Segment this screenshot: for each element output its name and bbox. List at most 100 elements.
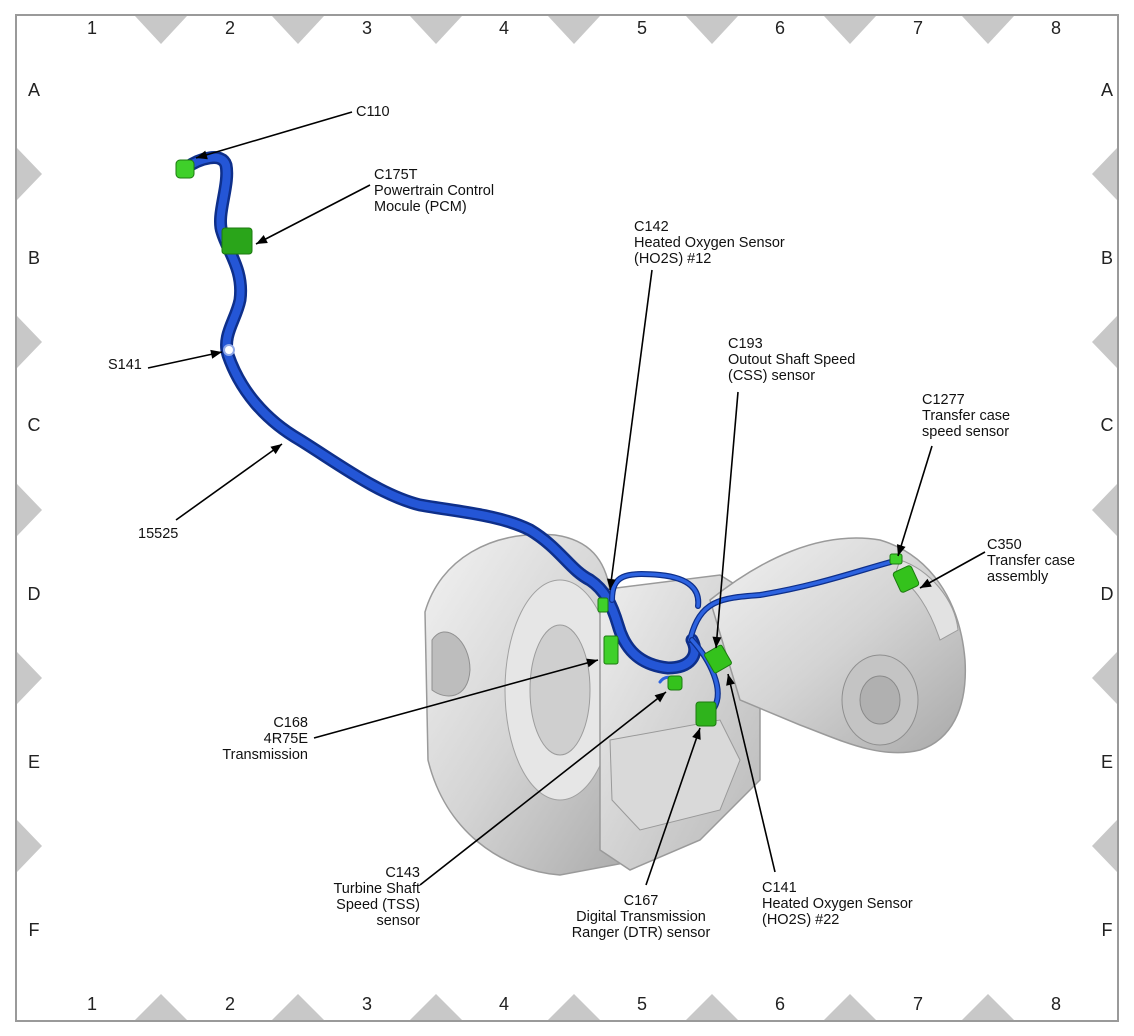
callout-s141: S141 (108, 357, 142, 373)
callout-line: Digital Transmission (576, 909, 706, 925)
arrowhead (896, 544, 906, 556)
connectors (175, 159, 920, 727)
callout-line: C1277 (922, 392, 965, 408)
leader-c110 (195, 111, 353, 160)
leader-15525 (175, 443, 283, 521)
callout-line: Turbine Shaft (333, 881, 420, 897)
grid-column-1-bottom: 1 (86, 994, 97, 1014)
arrowhead (586, 658, 598, 668)
arrowhead (270, 444, 282, 455)
grid-row-F-left: F (28, 920, 40, 940)
leader-c143 (419, 691, 667, 886)
connector-c1277 (889, 553, 903, 565)
callout-line: Powertrain Control (374, 183, 495, 199)
callout-line: 4R75E (263, 731, 308, 747)
callout-line: Transmission (222, 747, 308, 763)
grid-column-8-top: 8 (1050, 18, 1061, 38)
grid-divider-top (686, 16, 738, 44)
grid-row-F-right: F (1101, 920, 1113, 940)
callout-15525: 15525 (138, 526, 178, 542)
callout-line: Transfer case (922, 408, 1011, 424)
callout-line: C167 (623, 893, 659, 909)
callout-line: Mocule (PCM) (374, 199, 467, 215)
grid-column-6-top: 6 (774, 18, 785, 38)
grid-divider-left (17, 148, 42, 200)
grid-divider-top (410, 16, 462, 44)
grid-row-A-left: A (27, 80, 40, 100)
grid-row-B-left: B (27, 248, 40, 268)
arrowhead (654, 692, 666, 703)
grid-column-4-bottom: 4 (498, 994, 509, 1014)
callout-line: Heated Oxygen Sensor (762, 896, 913, 912)
arrowhead (692, 728, 701, 740)
grid-divider-bottom (686, 994, 738, 1020)
grid-column-2-top: 2 (224, 18, 235, 38)
callout-c110: C110 (356, 104, 390, 120)
grid-column-6-bottom: 6 (774, 994, 785, 1014)
callout-line: C168 (273, 715, 308, 731)
callout-line: speed sensor (922, 424, 1010, 440)
leader-c1277 (896, 445, 933, 557)
arrowhead (606, 578, 616, 590)
grid-divider-bottom (548, 994, 600, 1020)
grid-divider-top (272, 16, 324, 44)
grid-row-D-left: D (27, 584, 41, 604)
grid-divider-left (17, 484, 42, 536)
grid-column-8-bottom: 8 (1050, 994, 1061, 1014)
callout-line: (HO2S) #12 (634, 251, 712, 267)
grid-divider-right (1092, 652, 1117, 704)
callout-line: Heated Oxygen Sensor (634, 235, 785, 251)
arrowhead (210, 349, 222, 359)
arrowhead (726, 674, 735, 686)
callout-line: (HO2S) #22 (762, 912, 840, 928)
connector-c168 (603, 635, 619, 665)
arrowhead (712, 636, 722, 648)
grid-column-7-top: 7 (912, 18, 923, 38)
grid-column-3-bottom: 3 (361, 994, 372, 1014)
grid-divider-right (1092, 484, 1117, 536)
callout-line: C193 (728, 336, 763, 352)
grid-markers (17, 16, 1117, 1020)
callout-line: C175T (374, 167, 418, 183)
connector-c167 (695, 701, 717, 727)
transmission-illustration (424, 533, 967, 876)
grid-divider-bottom (272, 994, 324, 1020)
grid-column-7-bottom: 7 (912, 994, 923, 1014)
connector-c350 (892, 565, 920, 593)
grid-divider-top (962, 16, 1014, 44)
diagram-border (15, 14, 1119, 1022)
grid-divider-bottom (135, 994, 187, 1020)
callout-line: Speed (TSS) (336, 897, 420, 913)
leader-c193 (712, 391, 739, 649)
callout-line: C350 (987, 537, 1022, 553)
grid-row-E-right: E (1100, 752, 1113, 772)
grid-divider-left (17, 652, 42, 704)
grid-divider-right (1092, 316, 1117, 368)
arrowhead (920, 578, 932, 588)
arrowhead (256, 234, 268, 244)
grid-column-1-top: 1 (86, 18, 97, 38)
connector-c110 (175, 159, 195, 179)
grid-divider-bottom (410, 994, 462, 1020)
callout-line: (CSS) sensor (728, 368, 816, 384)
callout-line: Ranger (DTR) sensor (571, 925, 711, 941)
grid-row-D-right: D (1100, 584, 1114, 604)
grid-row-E-left: E (27, 752, 40, 772)
grid-row-C-right: C (1100, 415, 1114, 435)
callout-line: C142 (634, 219, 669, 235)
grid-column-2-bottom: 2 (224, 994, 235, 1014)
callout-line: Transfer case (987, 553, 1076, 569)
grid-column-3-top: 3 (361, 18, 372, 38)
grid-divider-right (1092, 148, 1117, 200)
leader-c168 (313, 658, 599, 739)
callout-line: sensor (376, 913, 420, 929)
